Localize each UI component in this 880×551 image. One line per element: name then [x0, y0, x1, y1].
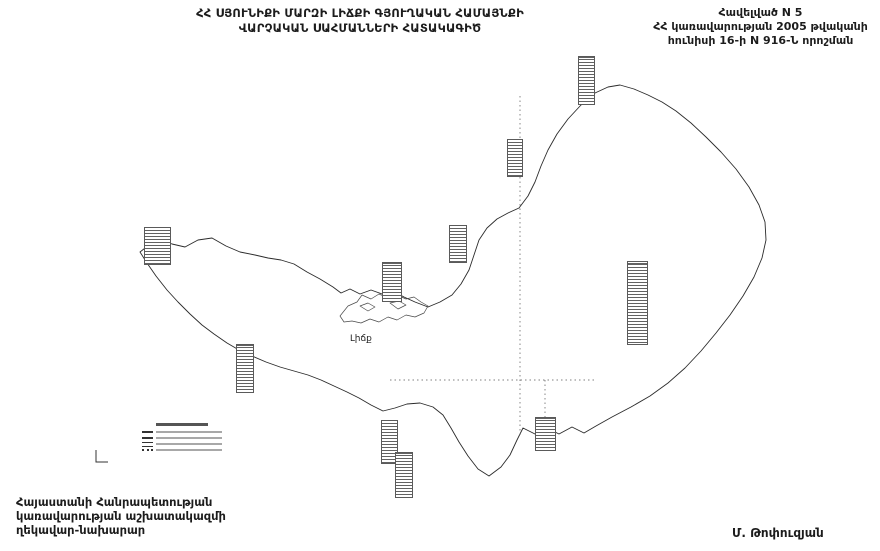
coordinate-table — [382, 262, 402, 302]
legend-title-placeholder — [156, 423, 208, 426]
page-title: ՀՀ ՍՅՈՒՆԻՔԻ ՄԱՐԶԻ ԼԻՃՔԻ ԳՅՈՒՂԱԿԱՆ ՀԱՄԱՅՆ… — [95, 6, 625, 36]
coordinate-table — [236, 344, 254, 393]
legend-item-text-placeholder — [156, 431, 222, 433]
legend-item — [142, 436, 222, 440]
coordinate-table — [578, 56, 595, 105]
dashed-line-symbol — [142, 437, 153, 439]
dotted-line-symbol — [142, 449, 153, 451]
community-boundary — [139, 84, 767, 477]
legend-item-text-placeholder — [156, 437, 222, 439]
signatory-line1: Հայաստանի Հանրապետության — [16, 495, 213, 509]
coordinate-table — [144, 227, 171, 265]
settlement-block-2 — [389, 300, 407, 310]
settlement-block-1 — [359, 302, 376, 312]
legend-item-text-placeholder — [156, 443, 222, 445]
annex-line1: Հավելված N 5 — [718, 6, 803, 19]
legend-box — [142, 423, 222, 454]
page-title-line1: ՀՀ ՍՅՈՒՆԻՔԻ ՄԱՐԶԻ ԼԻՃՔԻ ԳՅՈՒՂԱԿԱՆ ՀԱՄԱՅՆ… — [196, 6, 524, 20]
page-title-line2: ՎԱՐՉԱԿԱՆ ՍԱՀՄԱՆՆԵՐԻ ՀԱՏԱԿԱԳԻԾ — [238, 21, 482, 35]
signatory-line3: ղեկավար-նախարար — [16, 523, 146, 537]
annex-line3: հունիսի 16-ի N 916-Ն որոշման — [667, 34, 854, 47]
coordinate-table — [627, 261, 648, 345]
coordinate-table — [449, 225, 467, 263]
annex-line2: ՀՀ կառավարության 2005 թվականի — [653, 20, 868, 33]
coordinate-table — [395, 452, 413, 498]
double-line-symbol — [142, 441, 153, 447]
coordinate-table — [507, 139, 523, 177]
coordinate-table — [381, 420, 398, 464]
signatory-name: Մ. Թոփուզյան — [732, 526, 824, 540]
settlement-label: Լիճք — [350, 334, 372, 344]
legend-item — [142, 441, 222, 447]
annex-reference: Հավելված N 5 ՀՀ կառավարության 2005 թվակա… — [648, 6, 873, 48]
legend-item-text-placeholder — [156, 449, 222, 451]
grid-corner-mark — [95, 450, 108, 463]
signatory-title: Հայաստանի Հանրապետության կառավարության ա… — [16, 495, 226, 537]
coordinate-table — [535, 417, 556, 451]
legend-item — [142, 430, 222, 434]
signatory-line2: կառավարության աշխատակազմի — [16, 509, 226, 523]
boundary-line-symbol — [142, 431, 153, 433]
legend-item — [142, 448, 222, 452]
settlement-outline — [339, 293, 429, 324]
